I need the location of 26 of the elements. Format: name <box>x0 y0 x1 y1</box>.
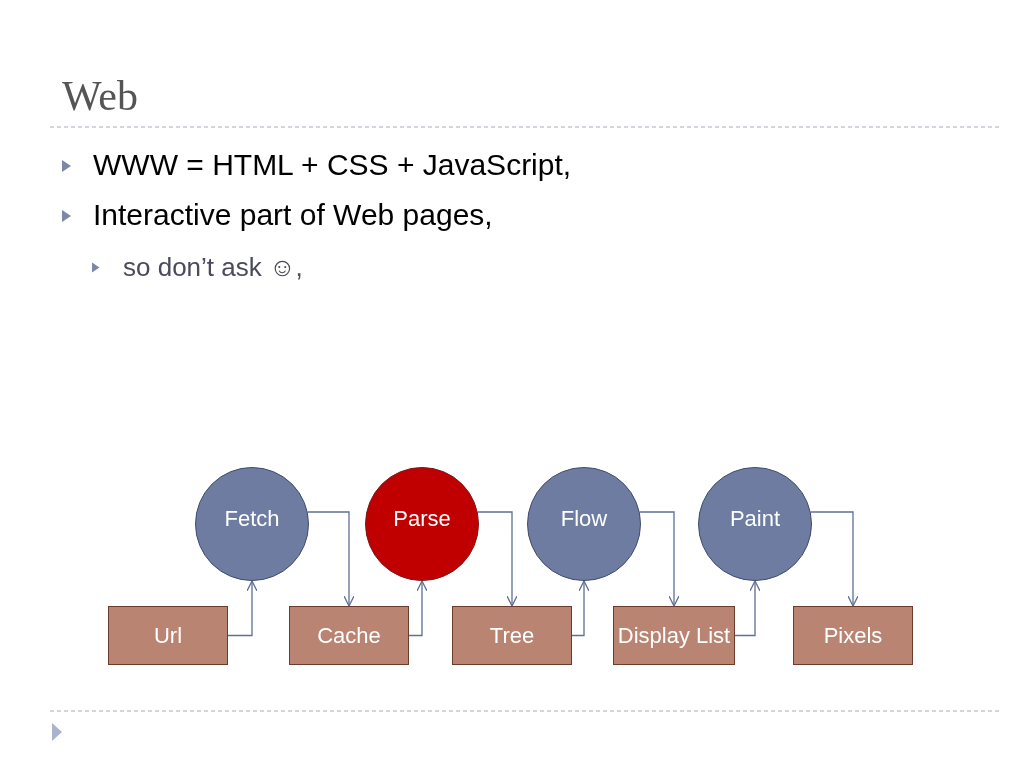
node-label: Flow <box>559 504 609 533</box>
node-label: Url <box>153 622 183 650</box>
node-label: Parse <box>392 504 452 533</box>
arrow <box>639 511 680 607</box>
bullet-text: WWW = HTML + CSS + JavaScript, <box>93 148 572 182</box>
data-box <box>289 606 409 665</box>
node-label: Paint <box>728 504 782 533</box>
data-box <box>793 606 913 665</box>
node-label: Cache <box>317 622 381 650</box>
arrow <box>734 580 761 637</box>
data-box <box>613 606 735 665</box>
data-box <box>108 606 228 665</box>
arrow <box>477 511 518 607</box>
node-label: Display List <box>617 622 731 650</box>
arrow <box>571 580 590 637</box>
node-label: Fetch <box>223 504 281 533</box>
arrow <box>810 511 859 607</box>
slide-title: Web <box>62 72 138 120</box>
node-label: Tree <box>489 622 535 650</box>
sub-bullet-text: so don’t ask ☺, <box>123 252 303 283</box>
arrow <box>307 511 355 607</box>
arrow <box>227 580 258 637</box>
node-label: Pixels <box>823 622 883 650</box>
arrow <box>408 580 428 637</box>
data-box <box>452 606 572 665</box>
bullet-text: Interactive part of Web pages, <box>93 198 493 232</box>
